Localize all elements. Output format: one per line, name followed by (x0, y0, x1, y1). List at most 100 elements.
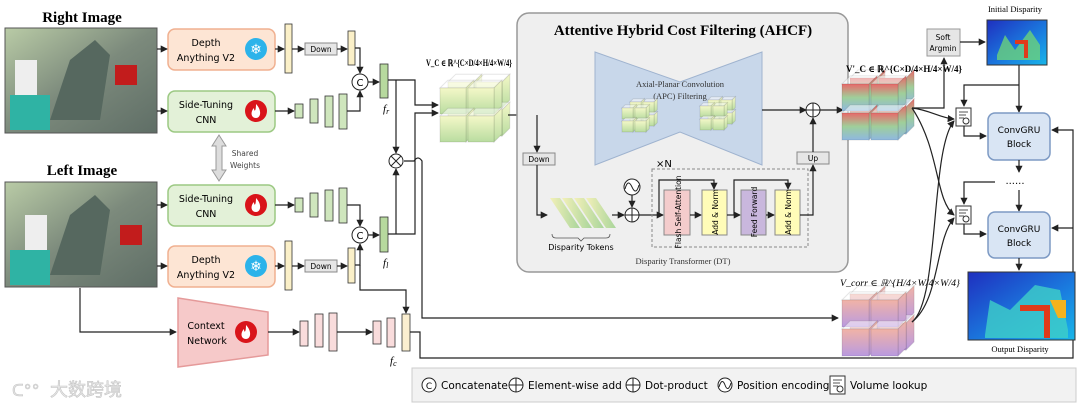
cube-face (712, 118, 725, 131)
svg-text:Anything V2: Anything V2 (177, 53, 235, 64)
ahcf-title: Attentive Hybrid Cost Filtering (AHCF) (554, 23, 812, 39)
svg-text:ᑕ°°: ᑕ°° (12, 381, 40, 400)
svg-text:Context: Context (187, 321, 224, 332)
cube-face (699, 118, 712, 131)
element-wise-add-icon (805, 102, 821, 118)
svg-text:Output Disparity: Output Disparity (991, 344, 1049, 354)
vc-label: V_C ∈ ℝ^{C×D/4×H/4×W/4} (426, 58, 512, 68)
svg-text:大数跨境: 大数跨境 (50, 380, 122, 401)
cube (711, 114, 729, 132)
right-image (4, 27, 158, 134)
convgru-block-2 (987, 211, 1051, 259)
cube (466, 78, 504, 116)
cube-face (621, 120, 634, 133)
cube (711, 101, 729, 119)
svg-text:Anything V2: Anything V2 (177, 270, 235, 281)
watermark-logo: ᑕ°° 大数跨境 (12, 380, 123, 402)
concatenate-icon: C (351, 226, 369, 244)
volume-lookup-icon (955, 205, 972, 225)
svg-text:(APC) Filtering: (APC) Filtering (653, 91, 707, 101)
svg-text:Block: Block (1007, 239, 1032, 249)
svg-text:ConvGRU: ConvGRU (998, 225, 1041, 235)
svg-text:Axial-Planar Convolution: Axial-Planar Convolution (636, 79, 725, 89)
svg-text:fc: fc (390, 355, 397, 368)
convgru-block-1 (987, 112, 1051, 161)
ahcf-panel: Attentive Hybrid Cost Filtering (AHCF) A… (516, 12, 849, 273)
cube-face (841, 328, 870, 357)
cube-face (870, 112, 899, 141)
features-bottom: Down C fl (275, 187, 410, 314)
svg-text:Down: Down (310, 262, 331, 271)
cube (869, 319, 908, 358)
svg-text:Side-Tuning: Side-Tuning (179, 100, 233, 111)
svg-text:Argmin: Argmin (930, 44, 957, 53)
double-arrow-icon (211, 134, 227, 182)
cube-face (467, 115, 495, 143)
vcorr-label: V_corr ∈ ℝ^{H/4×W/4×W/4} (840, 278, 960, 288)
svg-text:C: C (357, 78, 364, 89)
right-image-title: Right Image (42, 10, 122, 26)
legend: C Concatenate Element-wise add Dot-produ… (411, 367, 1077, 403)
position-encoding-icon (717, 377, 733, 393)
cube (698, 114, 716, 132)
svg-text:fr: fr (383, 103, 390, 116)
cube-face (870, 328, 899, 357)
context-network: Context Network (177, 297, 269, 368)
svg-text:Add & Norm: Add & Norm (784, 189, 793, 235)
svg-text:Depth: Depth (192, 255, 221, 266)
cube (620, 103, 638, 121)
apc-filtering-block (594, 51, 763, 166)
features-context: fc (268, 312, 411, 368)
depth-anything-top: Depth Anything V2 ❄ (167, 28, 276, 71)
svg-text:Network: Network (187, 336, 227, 347)
vc-prime-label: V'_C ∈ ℝ^{C×D/4×H/4×W/4} (846, 64, 962, 74)
svg-text:Soft: Soft (936, 33, 951, 42)
svg-text:Shared: Shared (232, 149, 259, 158)
snowflake-icon (245, 255, 267, 277)
element-wise-add-icon (624, 207, 640, 223)
f-l-feature (379, 216, 389, 253)
legend-label: Volume lookup (850, 380, 928, 392)
cube (620, 116, 638, 134)
svg-text:Depth: Depth (192, 38, 221, 49)
svg-text:Feed Forward: Feed Forward (750, 187, 759, 238)
svg-text:Side-Tuning: Side-Tuning (179, 194, 233, 205)
down-box (522, 152, 556, 166)
volume-lookup-icon (955, 107, 972, 127)
svg-text:Flash Self-Attention: Flash Self-Attention (674, 175, 683, 248)
cube-face (634, 120, 647, 133)
svg-text:Up: Up (808, 154, 818, 163)
svg-text:Weights: Weights (230, 161, 260, 170)
initial-disparity-map (986, 19, 1048, 66)
svg-text:Disparity Transformer (DT): Disparity Transformer (DT) (636, 256, 731, 266)
element-wise-add-icon (508, 377, 524, 393)
soft-argmin-block (926, 28, 961, 57)
concatenate-icon: C (351, 73, 369, 91)
svg-text:❄: ❄ (250, 260, 262, 275)
legend-label: Position encoding (737, 380, 829, 392)
volume-lookup-icon (829, 375, 846, 395)
cost-volume-vc (438, 72, 512, 144)
svg-text:Block: Block (1007, 140, 1032, 150)
filtered-cost-volume (840, 68, 916, 142)
f-r-feature (379, 63, 389, 99)
shared-weights: Shared Weights (211, 134, 260, 182)
disparity-tokens (550, 198, 616, 242)
svg-text:ConvGRU: ConvGRU (998, 126, 1041, 136)
svg-text:×N: ×N (656, 159, 672, 170)
svg-text:CNN: CNN (196, 115, 217, 126)
svg-text:Add & Norm: Add & Norm (711, 189, 720, 235)
cube (698, 101, 716, 119)
svg-text:Down: Down (528, 155, 549, 164)
left-image (4, 181, 158, 288)
snowflake-icon (245, 38, 267, 60)
add-norm-block (701, 189, 728, 236)
legend-label: Element-wise add (528, 380, 622, 392)
left-image-title: Left Image (47, 163, 118, 179)
cube (633, 116, 651, 134)
svg-text:Down: Down (310, 45, 331, 54)
svg-text:......: ...... (1005, 176, 1024, 187)
svg-text:C: C (426, 382, 432, 392)
svg-text:Initial Disparity: Initial Disparity (988, 4, 1043, 14)
